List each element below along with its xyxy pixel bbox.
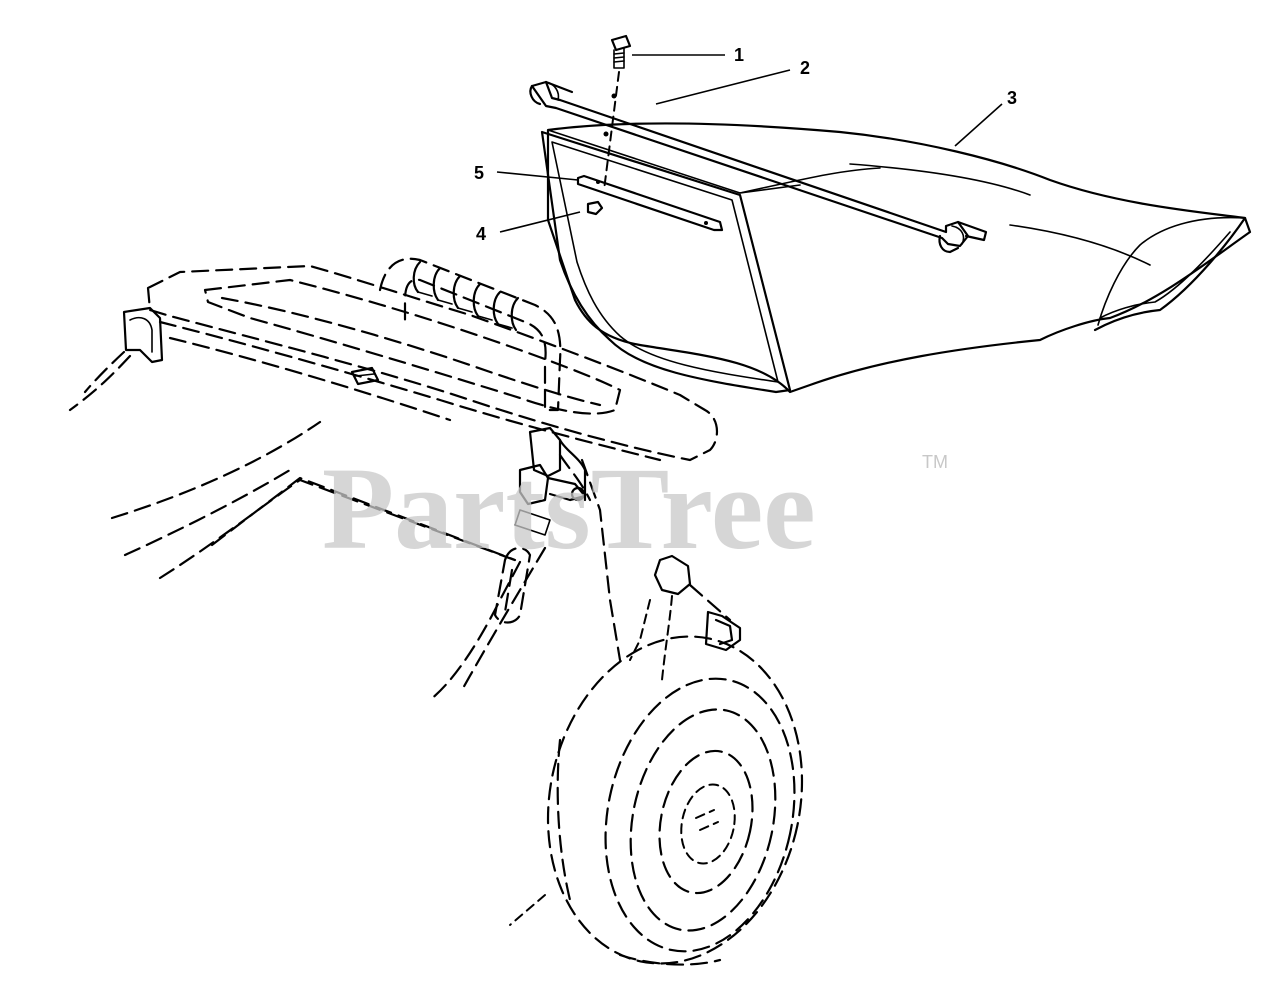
housing-latch-bracket	[493, 547, 532, 624]
rear-wheel	[509, 635, 804, 966]
mower-deck-top	[68, 257, 718, 462]
callout-3[interactable]: 3	[1007, 88, 1017, 108]
callout-4[interactable]: 4	[476, 224, 486, 244]
deck-latch	[350, 366, 380, 386]
callout-5[interactable]: 5	[474, 163, 484, 183]
pivot-bracket	[514, 426, 587, 536]
leader-4	[499, 211, 581, 233]
watermark-trademark: TM	[922, 452, 948, 472]
callout-numbers: 1 2 3 4 5	[474, 45, 1017, 244]
watermark-text: PartsTree	[322, 443, 816, 574]
deck-handle-grip	[412, 260, 520, 332]
part-1-bolt	[603, 34, 632, 191]
part-4-nut	[586, 200, 604, 216]
part-5-plate	[576, 174, 724, 232]
callout-1[interactable]: 1	[734, 45, 744, 65]
watermark: PartsTree TM	[322, 443, 948, 574]
callout-leaders	[496, 54, 1003, 233]
part-3-discharge-chute	[540, 122, 1252, 394]
rear-wheel-bracket	[629, 554, 742, 681]
leader-2	[655, 69, 791, 105]
leader-5	[496, 171, 579, 181]
mower-housing	[110, 420, 742, 702]
part-2-deflector-rod	[529, 80, 988, 254]
callout-2[interactable]: 2	[800, 58, 810, 78]
deck-front-corner	[68, 306, 164, 412]
leader-3	[954, 103, 1003, 147]
